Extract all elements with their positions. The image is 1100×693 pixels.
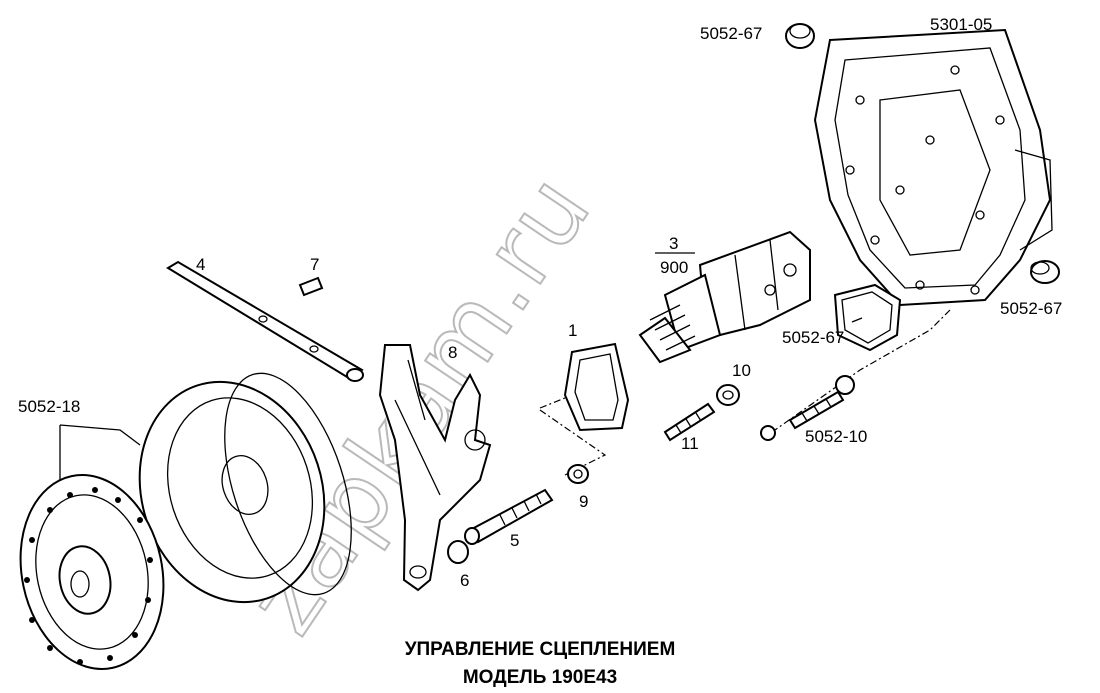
label-8: 8	[448, 343, 457, 362]
gasket-part	[563, 342, 630, 432]
label-10: 10	[732, 361, 751, 380]
nut-10-part	[716, 384, 740, 406]
label-5052-67-top: 5052-67	[700, 24, 762, 43]
label-5: 5	[510, 531, 519, 550]
clutch-housing-part	[813, 28, 1053, 307]
cover-part	[833, 283, 902, 352]
pressure-plate-part	[138, 372, 352, 604]
label-900: 900	[660, 258, 688, 277]
diagram-title-line1: УПРАВЛЕНИЕ СЦЕПЛЕНИЕМ	[405, 639, 676, 660]
label-5052-10: 5052-10	[805, 427, 867, 446]
plug-top-part	[785, 23, 815, 49]
diagram-title-line2: МОДЕЛЬ 190E43	[463, 667, 617, 688]
clutch-disc-part	[19, 474, 165, 670]
washer-part	[447, 540, 469, 564]
clutch-fork-part	[378, 344, 492, 592]
label-5052-67-mid: 5052-67	[782, 328, 844, 347]
clutch-booster-part	[638, 230, 811, 364]
label-7: 7	[310, 255, 319, 274]
pin-part	[298, 276, 324, 297]
bolt-part	[464, 488, 554, 545]
label-4: 4	[196, 255, 205, 274]
stud-part	[760, 375, 855, 441]
label-5052-18: 5052-18	[18, 397, 80, 416]
label-5052-67-right: 5052-67	[1000, 299, 1062, 318]
shaft-part	[166, 260, 364, 382]
label-3: 3	[669, 234, 678, 253]
label-5301-05: 5301-05	[930, 15, 992, 34]
label-11: 11	[681, 434, 699, 453]
plug-right-part	[1030, 260, 1060, 284]
label-9: 9	[579, 492, 588, 511]
spring-part	[663, 402, 716, 442]
nut-part	[567, 464, 589, 484]
label-6: 6	[460, 571, 469, 590]
label-1: 1	[568, 321, 577, 340]
